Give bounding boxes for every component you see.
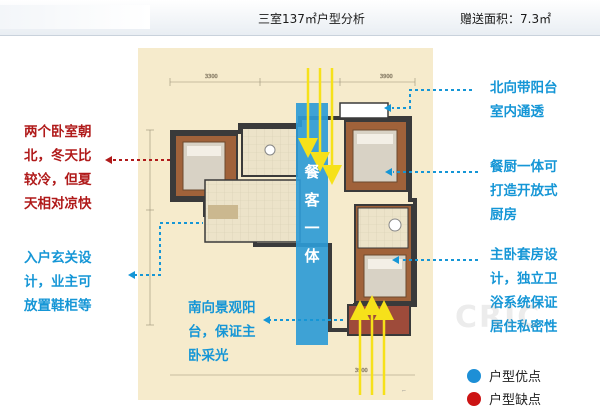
legend-bad-icon: [467, 391, 481, 406]
svg-text:3300: 3300: [205, 74, 218, 80]
note-line: 北向带阳台: [490, 80, 558, 96]
living-floor: [204, 179, 301, 243]
page-title: 三室137㎡户型分析: [258, 12, 365, 26]
pointer-heads-good: [128, 104, 399, 324]
note-line: 入户玄关设: [24, 250, 92, 266]
note-line: 打造开放式: [490, 183, 558, 199]
pointer-line-bad: [105, 156, 172, 164]
svg-text:3900: 3900: [380, 74, 393, 80]
note-line: 南向景观阳: [188, 300, 256, 316]
sun-arrows-south: [350, 295, 394, 395]
note-bedrooms-north: 两个卧室朝 北，冬天比 较冷，但夏 天相对凉快: [24, 120, 92, 216]
note-line: 台，保证主: [188, 324, 256, 340]
watermark: CRIC: [455, 300, 542, 335]
note-kitchen-open: 餐厨一体可 打造开放式 厨房: [490, 155, 558, 227]
pointer-lines-good: [134, 89, 478, 321]
note-line: 北，冬天比: [24, 148, 92, 164]
central-axis-label: 餐 客 一 体: [297, 158, 327, 270]
note-master-suite: 主卧套房设 计，独立卫 浴系统保证 居住私密性: [490, 243, 558, 339]
note-line: 计，业主可: [24, 274, 92, 290]
note-south-balcony: 南向景观阳 台，保证主 卧采光: [188, 296, 256, 368]
bedroom-north-right: [344, 120, 408, 192]
central-label-char: 客: [304, 191, 320, 209]
note-line: 室内通透: [490, 104, 544, 120]
note-line: 两个卧室朝: [24, 124, 92, 140]
dimension-lines: 3300 3900 3900: [146, 74, 416, 376]
note-line: 居住私密性: [490, 319, 558, 335]
note-line: 厨房: [490, 207, 517, 223]
note-line: 计，独立卫: [490, 271, 558, 287]
legend-good-label: 户型优点: [489, 370, 542, 385]
legend-bad-label: 户型缺点: [489, 393, 542, 408]
south-balcony: [347, 304, 411, 336]
note-entry-cabinet: 入户玄关设 计，业主可 放置鞋柜等: [24, 246, 92, 318]
sun-arrows-north: [298, 68, 342, 185]
bonus-area: 赠送面积：7.3㎡: [460, 12, 552, 26]
central-label-char: 体: [304, 247, 320, 265]
note-line: 餐厨一体可: [490, 159, 558, 175]
note-line: 天相对凉快: [24, 196, 92, 212]
note-line: 卧采光: [188, 348, 229, 364]
bathroom-north: [241, 127, 298, 177]
note-line: 放置鞋柜等: [24, 298, 92, 314]
svg-text:⌐: ⌐: [402, 388, 406, 394]
title-bar: 三室137㎡户型分析 赠送面积：7.3㎡: [0, 0, 600, 36]
note-line: 较冷，但夏: [24, 172, 92, 188]
note-north-balcony: 北向带阳台 室内通透: [490, 76, 558, 124]
master-bedroom: [354, 204, 413, 303]
central-label-char: 餐: [304, 163, 320, 181]
note-line: 主卧套房设: [490, 247, 558, 263]
svg-text:3900: 3900: [355, 368, 368, 374]
legend-bad: 户型缺点: [467, 389, 541, 408]
legend-good: 户型优点: [467, 366, 541, 385]
note-line: 浴系统保证: [490, 295, 558, 311]
title-accent: [0, 5, 150, 29]
north-balcony: [339, 102, 389, 119]
central-label-char: 一: [304, 219, 320, 237]
legend-good-icon: [467, 368, 481, 383]
